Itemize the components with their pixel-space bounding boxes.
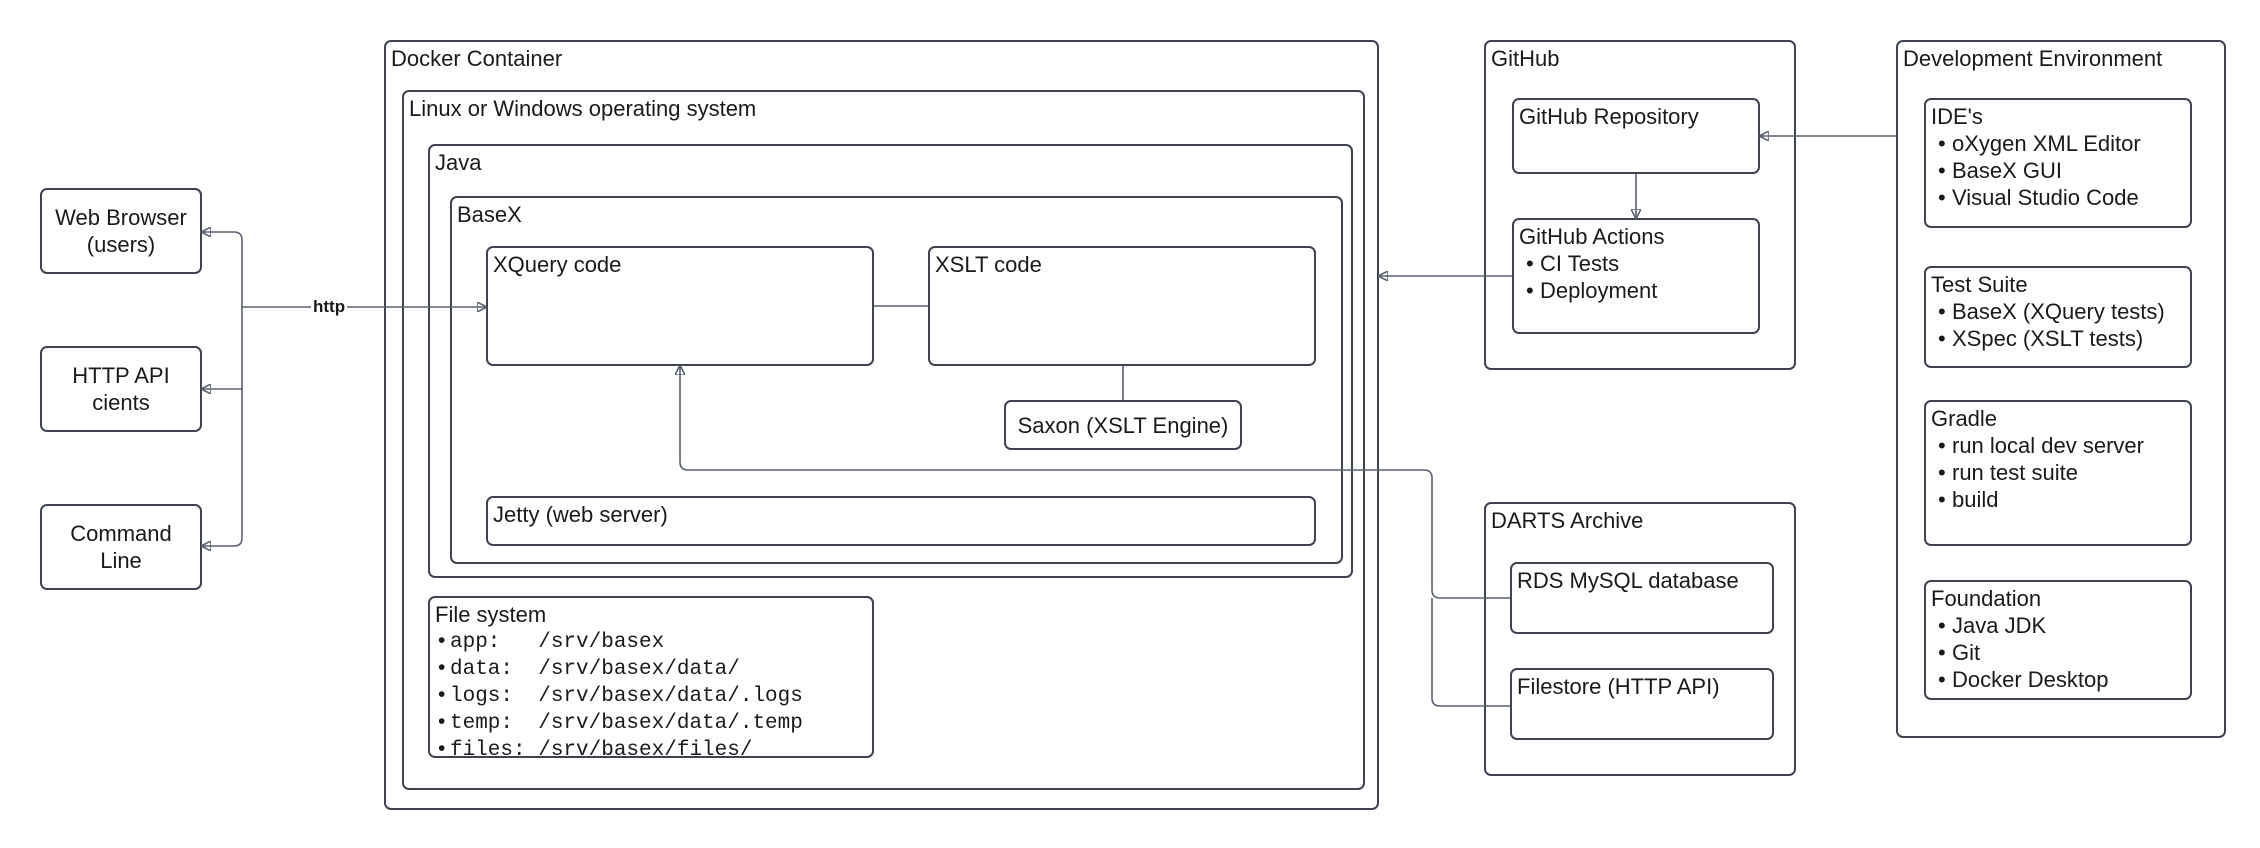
xslt-code-node: XSLT code xyxy=(928,246,1316,366)
test-suite-item: BaseX (XQuery tests) xyxy=(1938,298,2165,325)
filestore-node: Filestore (HTTP API) xyxy=(1510,668,1774,740)
test-suite-node: Test Suite BaseX (XQuery tests) XSpec (X… xyxy=(1924,266,2192,368)
saxon-label: Saxon (XSLT Engine) xyxy=(1017,412,1229,438)
docker-container-title: Docker Container xyxy=(391,46,563,71)
github-actions-node: GitHub Actions CI Tests Deployment xyxy=(1512,218,1760,334)
rds-mysql-node: RDS MySQL database xyxy=(1510,562,1774,634)
http-edge-label: http xyxy=(311,297,348,316)
rds-mysql-label: RDS MySQL database xyxy=(1517,568,1739,593)
darts-archive-title: DARTS Archive xyxy=(1491,508,1644,533)
dev-environment-title: Development Environment xyxy=(1903,46,2163,71)
foundation-item: Git xyxy=(1938,639,2109,666)
foundation-node: Foundation Java JDK Git Docker Desktop xyxy=(1924,580,2192,700)
rds-to-xquery-arrow xyxy=(680,366,1510,599)
github-actions-title: GitHub Actions xyxy=(1519,224,1665,249)
foundation-items: Java JDK Git Docker Desktop xyxy=(1938,612,2109,693)
github-repository-node: GitHub Repository xyxy=(1512,98,1760,174)
ide-item: Visual Studio Code xyxy=(1938,184,2141,211)
ide-item: BaseX GUI xyxy=(1938,157,2141,184)
file-system-path-item: logs: /srv/basex/data/.logs xyxy=(438,682,803,709)
github-repository-label: GitHub Repository xyxy=(1519,104,1699,129)
command-line-label-line1: Command xyxy=(70,521,172,546)
file-system-path-item: app: /srv/basex xyxy=(438,628,803,655)
test-suite-items: BaseX (XQuery tests) XSpec (XSLT tests) xyxy=(1938,298,2165,352)
filestore-to-xquery-connector xyxy=(1431,598,1510,707)
basex-container-title: BaseX xyxy=(457,202,522,227)
github-actions-item: CI Tests xyxy=(1526,250,1657,277)
ides-node: IDE's oXygen XML Editor BaseX GUI Visual… xyxy=(1924,98,2192,228)
foundation-item: Java JDK xyxy=(1938,612,2109,639)
test-suite-title: Test Suite xyxy=(1931,272,2028,297)
os-container-title: Linux or Windows operating system xyxy=(409,96,757,121)
gradle-title: Gradle xyxy=(1931,406,1998,431)
filestore-label: Filestore (HTTP API) xyxy=(1517,674,1720,699)
saxon-node: Saxon (XSLT Engine) xyxy=(1004,400,1242,450)
jetty-node: Jetty (web server) xyxy=(486,496,1316,546)
file-system-node: File system app: /srv/basex data: /srv/b… xyxy=(428,596,874,762)
gradle-item: run test suite xyxy=(1938,459,2144,486)
github-actions-item: Deployment xyxy=(1526,277,1657,304)
http-to-web-browser-arrow xyxy=(202,232,243,307)
xquery-code-label: XQuery code xyxy=(493,252,622,277)
foundation-item: Docker Desktop xyxy=(1938,666,2109,693)
file-system-paths: app: /srv/basex data: /srv/basex/data/ l… xyxy=(438,628,803,763)
java-container-title: Java xyxy=(435,150,482,175)
web-browser-label-line2: (users) xyxy=(86,232,156,257)
command-line-label-line2: Line xyxy=(100,548,142,573)
file-system-path-item: files: /srv/basex/files/ xyxy=(438,736,803,763)
foundation-title: Foundation xyxy=(1931,586,2042,611)
github-actions-items: CI Tests Deployment xyxy=(1526,250,1657,304)
ides-items: oXygen XML Editor BaseX GUI Visual Studi… xyxy=(1938,130,2141,211)
gradle-node: Gradle run local dev server run test sui… xyxy=(1924,400,2192,546)
jetty-label: Jetty (web server) xyxy=(493,502,668,527)
http-to-http-api-arrow xyxy=(202,307,243,389)
file-system-title: File system xyxy=(435,602,547,627)
ide-item: oXygen XML Editor xyxy=(1938,130,2141,157)
file-system-path-item: data: /srv/basex/data/ xyxy=(438,655,803,682)
http-to-command-line-arrow xyxy=(202,389,243,546)
gradle-items: run local dev server run test suite buil… xyxy=(1938,432,2144,513)
http-api-label-line2: cients xyxy=(92,390,150,415)
gradle-item: run local dev server xyxy=(1938,432,2144,459)
test-suite-item: XSpec (XSLT tests) xyxy=(1938,325,2165,352)
gradle-item: build xyxy=(1938,486,2144,513)
command-line-node: Command Line xyxy=(40,504,202,590)
github-group-title: GitHub xyxy=(1491,46,1560,71)
ides-title: IDE's xyxy=(1931,104,1983,129)
xslt-code-label: XSLT code xyxy=(935,252,1042,277)
web-browser-label-line1: Web Browser xyxy=(55,205,187,230)
http-api-label-line1: HTTP API xyxy=(72,363,170,388)
file-system-path-item: temp: /srv/basex/data/.temp xyxy=(438,709,803,736)
web-browser-node: Web Browser (users) xyxy=(40,188,202,274)
